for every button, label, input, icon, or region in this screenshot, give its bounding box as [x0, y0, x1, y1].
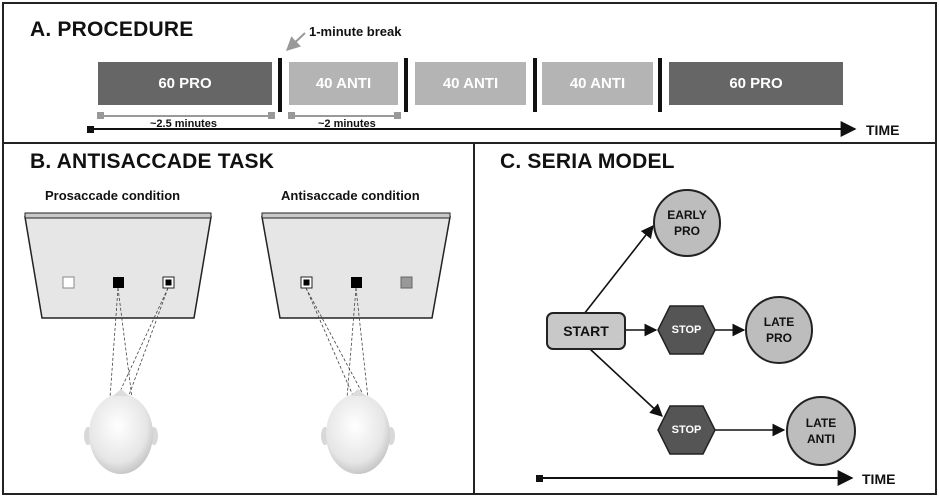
- stop-label-upper: STOP: [671, 324, 702, 336]
- block-60-pro-first: 60 PRO: [98, 62, 272, 105]
- block-label: 60 PRO: [729, 75, 783, 92]
- head-icon-prosaccade: [84, 389, 158, 474]
- node-start: START: [546, 312, 626, 350]
- antisaccade-condition-label: Antisaccade condition: [281, 188, 420, 203]
- node-label: START: [563, 323, 609, 339]
- break-arrow: [285, 32, 306, 51]
- node-label-line: ANTI: [806, 432, 835, 446]
- node-label-line: PRO: [765, 331, 792, 345]
- block-40-anti-2: 40 ANTI: [415, 62, 526, 105]
- block-label: 40 ANTI: [442, 75, 499, 92]
- break-separator: [278, 58, 282, 112]
- arrow-start-to-early-pro: [583, 224, 654, 315]
- time-axis-label: TIME: [866, 122, 900, 138]
- block-40-anti-1: 40 ANTI: [289, 62, 398, 105]
- duration-label-anti: ~2 minutes: [318, 118, 376, 130]
- head-icon-antisaccade: [321, 389, 395, 474]
- block-60-pro-last: 60 PRO: [669, 62, 843, 105]
- stop-label-lower: STOP: [671, 424, 702, 436]
- panel-a-title: A. PROCEDURE: [30, 18, 194, 41]
- panel-b-title: B. ANTISACCADE TASK: [30, 150, 275, 173]
- antisaccade-screen: [261, 212, 451, 399]
- time-axis-label-c: TIME: [862, 471, 896, 487]
- time-axis-start-marker-c: [536, 475, 543, 482]
- break-separator: [658, 58, 662, 112]
- break-label: 1-minute break: [309, 24, 402, 39]
- node-late-pro: LATE PRO: [745, 296, 813, 364]
- node-late-anti: LATE ANTI: [786, 396, 856, 466]
- arrow-start-to-lower-stop: [589, 348, 663, 417]
- duration-bracket-pro: [97, 112, 275, 119]
- duration-bracket-anti: [288, 112, 401, 119]
- break-separator: [533, 58, 537, 112]
- time-axis-start-marker: [87, 126, 94, 133]
- stop-hexagon-upper: [657, 305, 716, 355]
- duration-label-pro: ~2.5 minutes: [150, 118, 217, 130]
- node-label-line: PRO: [673, 224, 700, 238]
- node-label-line: EARLY: [667, 208, 707, 222]
- prosaccade-condition-label: Prosaccade condition: [45, 188, 181, 203]
- node-label-line: LATE: [805, 416, 837, 430]
- node-early-pro: EARLY PRO: [653, 189, 721, 257]
- stop-hexagon-lower: [657, 405, 716, 455]
- panel-c-title: C. SERIA MODEL: [500, 150, 675, 173]
- node-label-line: LATE: [763, 315, 795, 329]
- block-label: 60 PRO: [158, 75, 212, 92]
- block-label: 40 ANTI: [569, 75, 626, 92]
- block-40-anti-3: 40 ANTI: [542, 62, 653, 105]
- block-label: 40 ANTI: [315, 75, 372, 92]
- prosaccade-screen: [24, 212, 212, 399]
- break-separator: [404, 58, 408, 112]
